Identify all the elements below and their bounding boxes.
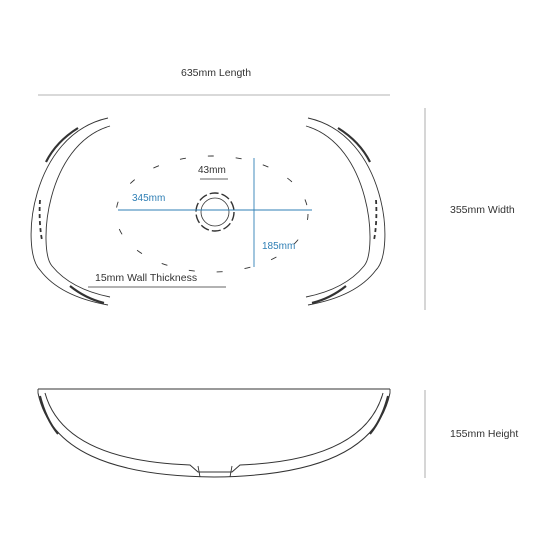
plan-inner-bowl bbox=[115, 155, 309, 273]
plan-left-inner-rim bbox=[45, 125, 111, 298]
inner-length-label: 345mm bbox=[132, 193, 166, 204]
elevation-drain-left bbox=[197, 465, 201, 478]
length-label: 635mm Length bbox=[181, 67, 252, 79]
plan-left-edge-shadow-bottom bbox=[69, 285, 105, 305]
plan-left-edge-shadow-mid bbox=[38, 199, 43, 241]
elevation-drain-right bbox=[229, 465, 233, 478]
plan-right-edge-shadow bbox=[337, 127, 371, 163]
height-label: 155mm Height bbox=[450, 428, 519, 440]
plan-right-edge-shadow-bottom bbox=[311, 285, 347, 305]
wall-thickness-label: 15mm Wall Thickness bbox=[95, 272, 198, 284]
elevation-inner-body bbox=[44, 392, 384, 473]
plan-right-edge-shadow-mid bbox=[373, 199, 378, 241]
plan-right-inner-rim bbox=[305, 125, 371, 298]
drain-outer-ring bbox=[195, 192, 235, 232]
elevation-left-wall-shadow bbox=[39, 395, 59, 435]
width-label: 355mm Width bbox=[450, 204, 515, 216]
plan-left-outer-rim bbox=[30, 117, 109, 306]
plan-view bbox=[30, 117, 386, 306]
plan-right-outer-rim bbox=[307, 117, 386, 306]
elevation-view bbox=[37, 388, 391, 478]
elevation-right-wall-shadow bbox=[369, 395, 389, 435]
drain-inner-ring bbox=[200, 197, 230, 227]
drain-label: 43mm bbox=[198, 165, 226, 176]
elevation-outer-body bbox=[37, 392, 391, 478]
inner-width-label: 185mm bbox=[262, 241, 296, 252]
plan-left-edge-shadow bbox=[45, 127, 79, 163]
